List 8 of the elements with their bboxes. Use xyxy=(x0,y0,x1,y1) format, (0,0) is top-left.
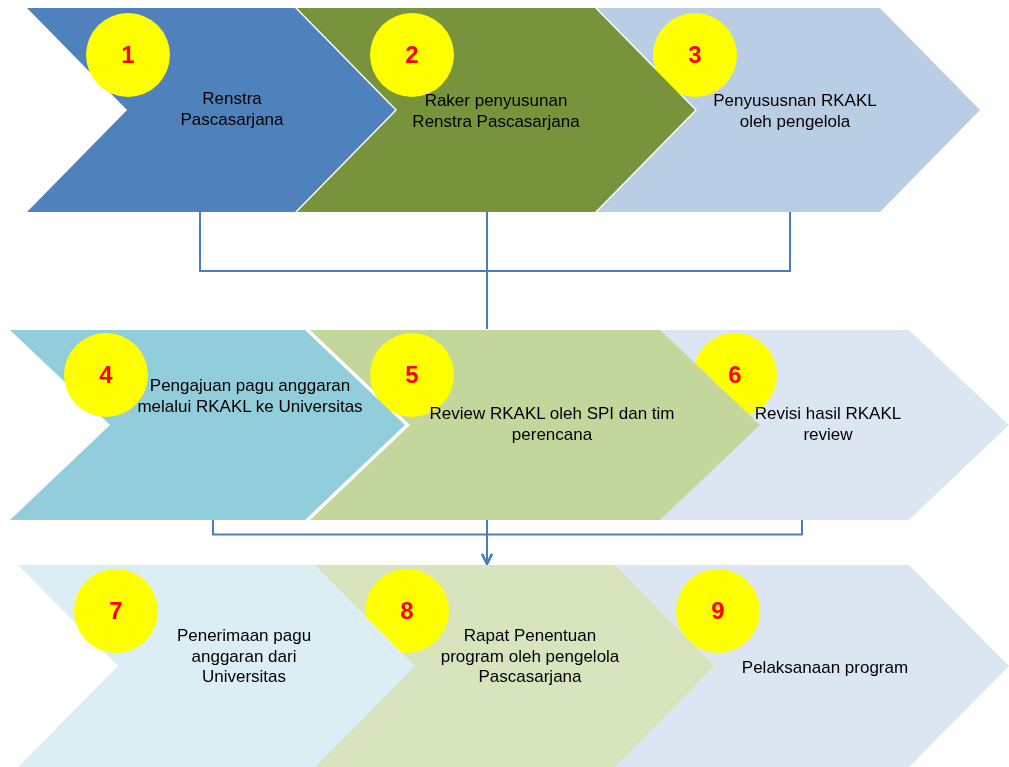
chevron-shape xyxy=(597,8,980,212)
step-label: Pengajuan pagu anggaran melalui RKAKL ke Universitas xyxy=(136,376,364,418)
step-label: Penerimaan pagu anggaran dari Universitas xyxy=(175,625,313,689)
step-label: Renstra Pascasarjana xyxy=(179,89,285,131)
step-label: Review RKAKL oleh SPI dan tim perencana xyxy=(428,404,676,446)
step-label: Pelaksanaan program xyxy=(740,657,910,679)
connector-line xyxy=(481,519,803,565)
step-label: Revisi hasil RKAKL review xyxy=(753,404,903,446)
